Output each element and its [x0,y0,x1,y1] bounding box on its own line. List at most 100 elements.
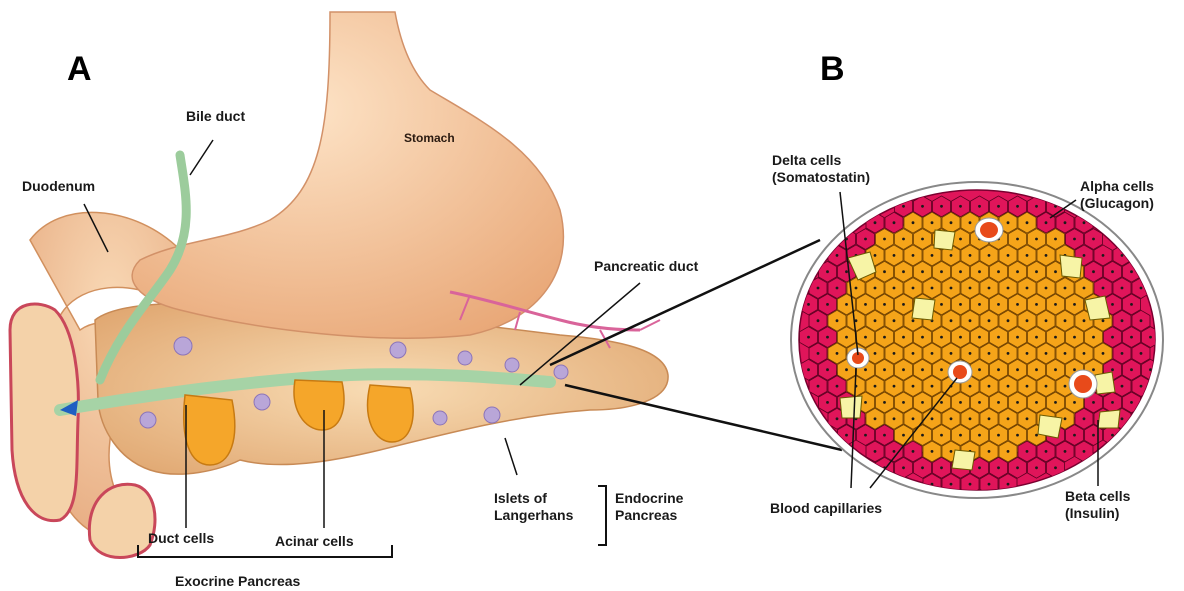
cell-nucleus [978,434,981,437]
cell-nucleus [893,352,896,355]
cell-nucleus [893,450,896,453]
cell-nucleus [836,319,839,322]
cell-nucleus [940,401,943,404]
cell-nucleus [959,303,962,306]
cell-nucleus [1130,401,1133,404]
cell-nucleus [997,368,1000,371]
cell-nucleus [997,466,1000,469]
cell-nucleus [931,287,934,290]
cell-nucleus [1016,238,1019,241]
cell-nucleus [940,434,943,437]
cell-nucleus [950,417,953,420]
cell-nucleus [1121,352,1124,355]
cell-nucleus [1092,401,1095,404]
duct-cells-label: Duct cells [148,530,214,547]
cell-nucleus [845,303,848,306]
cell-nucleus [1149,336,1152,339]
cell-nucleus [1054,336,1057,339]
cell-nucleus [940,270,943,273]
cell-nucleus [921,336,924,339]
cell-nucleus [988,319,991,322]
cell-nucleus [826,368,829,371]
cell-nucleus [1007,287,1010,290]
cell-nucleus [902,238,905,241]
cell-nucleus [988,483,991,486]
cell-nucleus [978,368,981,371]
cell-nucleus [969,221,972,224]
cell-nucleus [1007,450,1010,453]
cell-nucleus [1026,287,1029,290]
cell-nucleus [1035,336,1038,339]
cell-nucleus [1007,385,1010,388]
cell-nucleus [978,401,981,404]
cell-nucleus [1054,303,1057,306]
cell-nucleus [902,336,905,339]
cell-nucleus [1102,254,1105,257]
cell-nucleus [836,287,839,290]
cell-nucleus [1064,417,1067,420]
cell-nucleus [950,319,953,322]
cell-nucleus [1130,303,1133,306]
cell-nucleus [1064,287,1067,290]
cell-nucleus [1026,385,1029,388]
cell-nucleus [1045,385,1048,388]
cell-nucleus [1092,336,1095,339]
islets-line2: Langerhans [494,507,573,524]
cell-nucleus [1054,368,1057,371]
panel-label-a: A [67,50,92,89]
cell-nucleus [1035,466,1038,469]
cell-nucleus [912,352,915,355]
cell-nucleus [1111,336,1114,339]
cell-nucleus [997,205,1000,208]
cell-nucleus [1083,417,1086,420]
cell-nucleus [988,254,991,257]
islets-label: Islets of Langerhans [494,490,573,524]
cell-nucleus [1054,466,1057,469]
cell-nucleus [978,205,981,208]
cell-nucleus [1016,466,1019,469]
cell-nucleus [969,352,972,355]
blood-capillaries-label: Blood capillaries [770,500,882,517]
cell-nucleus [1111,434,1114,437]
cell-nucleus [1083,221,1086,224]
cell-nucleus [1092,368,1095,371]
cell-nucleus [1054,401,1057,404]
cell-nucleus [874,319,877,322]
beta-cells-line2: (Insulin) [1065,505,1130,522]
cell-nucleus [1102,319,1105,322]
cell-nucleus [807,336,810,339]
cell-nucleus [1121,254,1124,257]
cell-nucleus [1092,238,1095,241]
cell-nucleus [1026,221,1029,224]
cell-nucleus [969,319,972,322]
cell-nucleus [1064,385,1067,388]
cell-nucleus [874,254,877,257]
cell-nucleus [940,336,943,339]
cell-nucleus [893,417,896,420]
cell-nucleus [1083,352,1086,355]
beta-cells-line1: Beta cells [1065,488,1130,505]
cell-nucleus [959,270,962,273]
cell-nucleus [1026,450,1029,453]
cell-nucleus [1073,401,1076,404]
delta-cells-line1: Delta cells [772,152,870,169]
cell-nucleus [950,450,953,453]
cell-nucleus [1016,368,1019,371]
endocrine-line1: Endocrine [615,490,683,507]
acinar-cells-label: Acinar cells [275,533,354,550]
cell-nucleus [1035,368,1038,371]
cell-nucleus [921,270,924,273]
cell-nucleus [902,205,905,208]
cell-nucleus [969,287,972,290]
cell-nucleus [1140,352,1143,355]
cell-nucleus [1130,336,1133,339]
cell-nucleus [1026,319,1029,322]
cell-nucleus [921,434,924,437]
cell-nucleus [1092,434,1095,437]
cell-nucleus [950,352,953,355]
delta-cells-line2: (Somatostatin) [772,169,870,186]
cell-nucleus [978,270,981,273]
cell-nucleus [1035,401,1038,404]
cell-nucleus [864,368,867,371]
cell-nucleus [1035,238,1038,241]
